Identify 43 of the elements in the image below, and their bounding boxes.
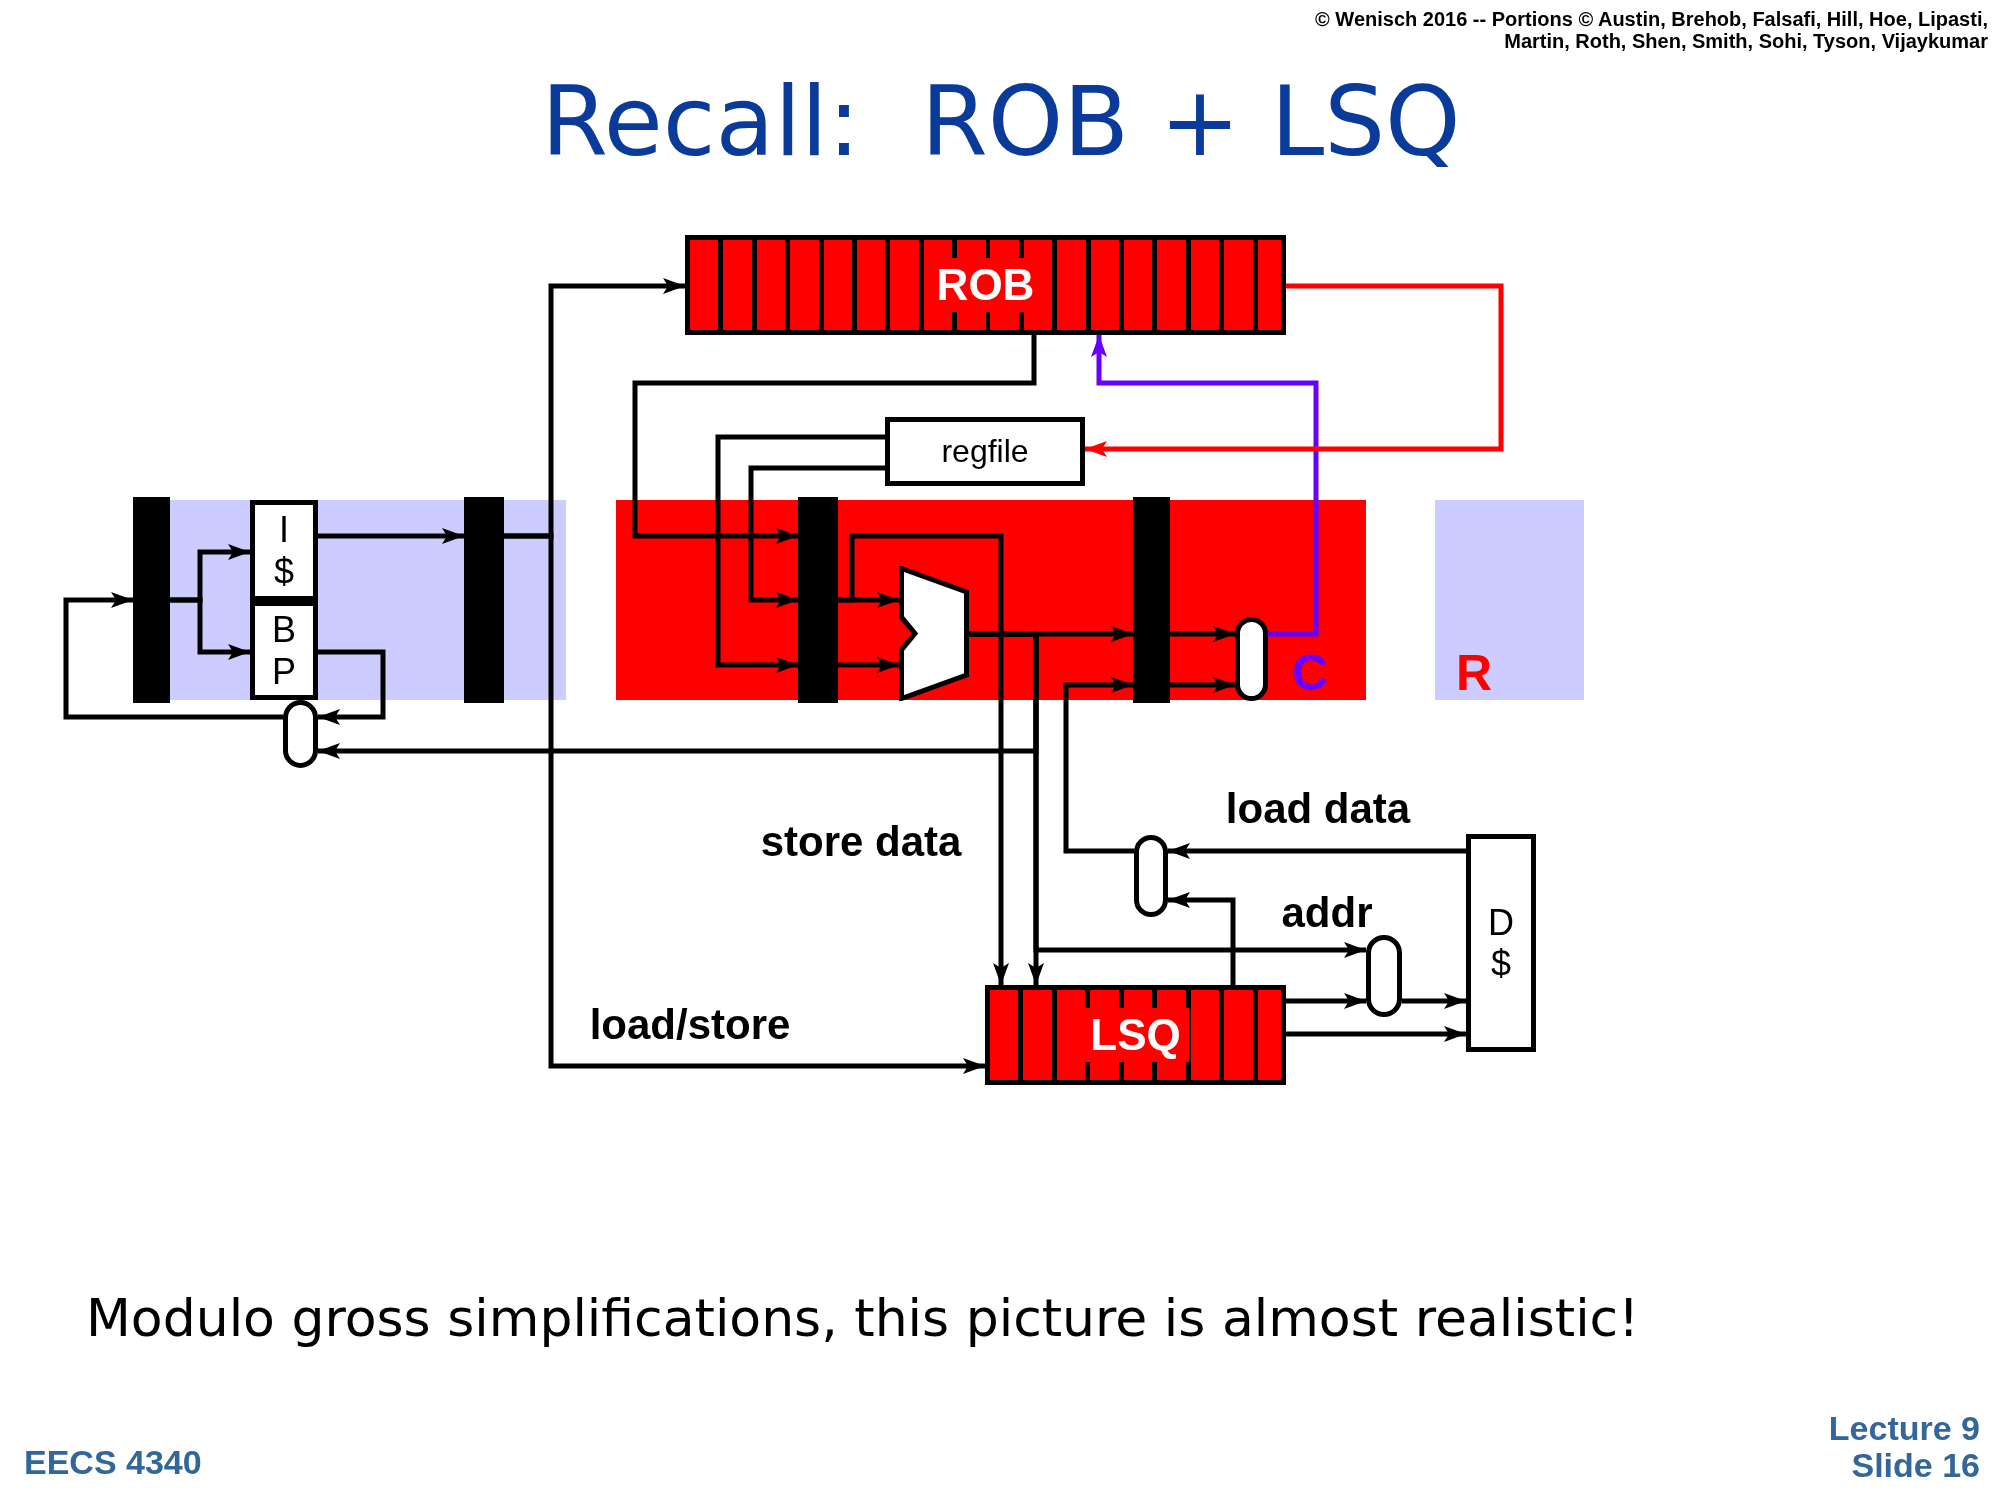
- arrow: [1063, 677, 1134, 854]
- arrow: [170, 597, 250, 660]
- stage-label: C: [1292, 646, 1329, 701]
- arrow: [748, 465, 885, 608]
- mux: [283, 700, 318, 768]
- arrow: [318, 649, 386, 725]
- reorder-buffer: ROB: [685, 235, 1286, 335]
- mux: [1366, 935, 1402, 1017]
- pipeline-latch: [133, 497, 170, 703]
- arrow: [1402, 993, 1466, 1009]
- pipeline-latch: [798, 497, 838, 703]
- alu-shape: [899, 566, 969, 701]
- arrow: [1168, 892, 1236, 985]
- queue-buffer: LSQ: [985, 985, 1286, 1085]
- predictor-box: B P: [250, 601, 318, 700]
- arrow: [1085, 283, 1504, 457]
- arrow: [838, 657, 899, 673]
- copyright-note: © Wenisch 2016 -- Portions © Austin, Brehob, Falsafi, Hill, Hoe, Lipasti, Martin, Roth, Shen, Smith, Sohi, Tyson, Vijaykumar: [1314, 8, 1988, 52]
- caption: Modulo gross simplifications, this picture is almost realistic!: [86, 1288, 1640, 1348]
- register-file-box: regfile: [885, 417, 1085, 486]
- arrow: [1168, 843, 1466, 859]
- pipeline-latch: [1133, 497, 1170, 703]
- arrow: [1170, 626, 1235, 642]
- course-label: EECS 4340: [24, 1444, 202, 1482]
- stage-label: R: [1456, 646, 1493, 701]
- arrow: [632, 335, 1037, 544]
- pipeline-latch: [464, 497, 504, 703]
- cache-box: I $: [250, 500, 318, 601]
- mux: [1134, 835, 1168, 917]
- slide-title: Recall: ROB + LSQ: [541, 70, 1461, 176]
- arrow: [1286, 1026, 1466, 1042]
- arrow: [838, 533, 1009, 985]
- slide-number: Lecture 9 Slide 16: [1827, 1410, 1980, 1485]
- mux: [1235, 617, 1268, 701]
- arrow: [504, 533, 985, 1074]
- arrow: [63, 592, 283, 720]
- arrow: [1091, 335, 1319, 637]
- arrow: [1286, 993, 1366, 1009]
- arrow: [1170, 677, 1235, 693]
- arrow: [715, 434, 885, 673]
- cache-box: D $: [1466, 834, 1536, 1052]
- arrow: [318, 528, 464, 544]
- arrow: [969, 631, 1366, 958]
